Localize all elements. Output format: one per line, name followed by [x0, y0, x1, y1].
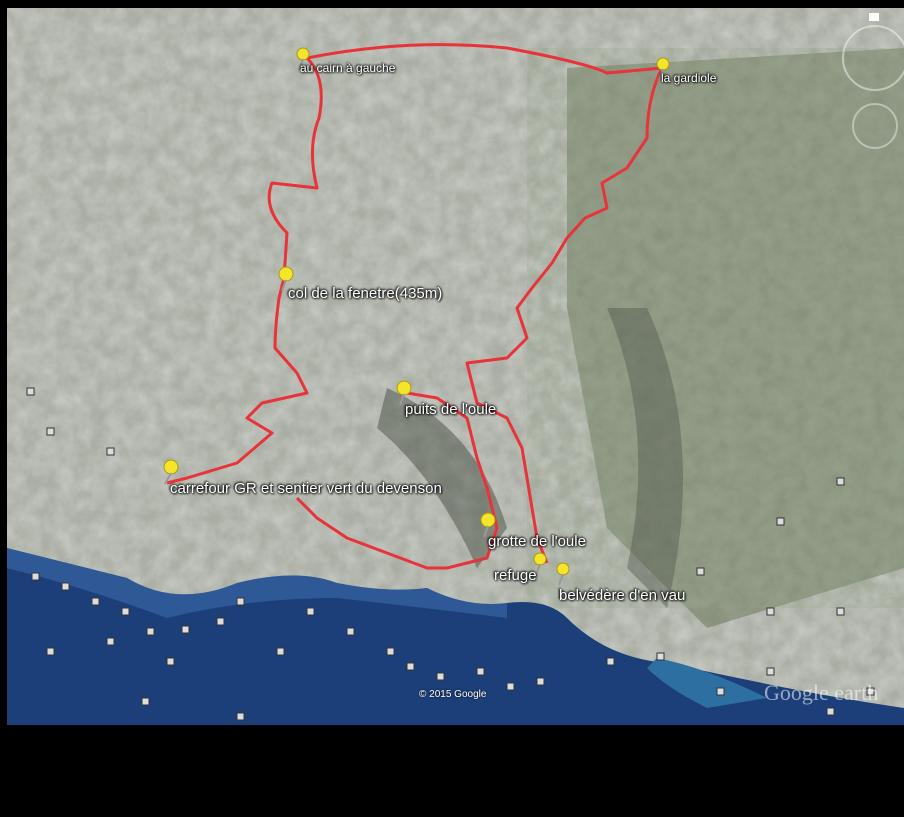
valley-shadow-2: [607, 308, 683, 608]
veg-texture: [527, 48, 904, 608]
pin-icon[interactable]: [295, 46, 317, 72]
copyright-notice: © 2015 Google: [419, 689, 487, 700]
pin-icon[interactable]: [655, 56, 677, 82]
marker-label-carrefour[interactable]: carrefour GR et sentier vert du devenson: [170, 480, 442, 497]
pin-icon[interactable]: [480, 512, 502, 538]
pin-icon[interactable]: [532, 551, 554, 577]
photo-marker-cluster: [26, 387, 875, 721]
sea-shallow: [7, 548, 507, 618]
google-earth-watermark: Google earth: [764, 680, 879, 705]
calanque-inlet: [647, 658, 767, 708]
pin-icon[interactable]: [396, 380, 418, 406]
marker-label-la-gardiole[interactable]: la gardiole: [661, 71, 717, 85]
pin-icon[interactable]: [278, 266, 300, 292]
marker-label-col-fenetre[interactable]: col de la fenetre(435m): [288, 285, 443, 302]
pin-icon[interactable]: [161, 459, 183, 485]
compass-widget: [842, 13, 904, 149]
map-canvas: [7, 8, 904, 725]
pin-icon[interactable]: [555, 561, 577, 587]
valley-shadow: [377, 388, 507, 568]
marker-label-refuge[interactable]: refuge: [494, 567, 537, 584]
satellite-map[interactable]: au cairn à gauche la gardiole col de la …: [7, 8, 904, 725]
hiking-route: [166, 43, 664, 570]
marker-label-au-cairn[interactable]: au cairn à gauche: [300, 61, 396, 75]
marker-label-grotte-oule[interactable]: grotte de l'oule: [488, 533, 586, 550]
marker-label-belvedere[interactable]: belvédère d'en vau: [559, 587, 686, 604]
marker-label-puits-oule[interactable]: puits de l'oule: [405, 401, 497, 418]
